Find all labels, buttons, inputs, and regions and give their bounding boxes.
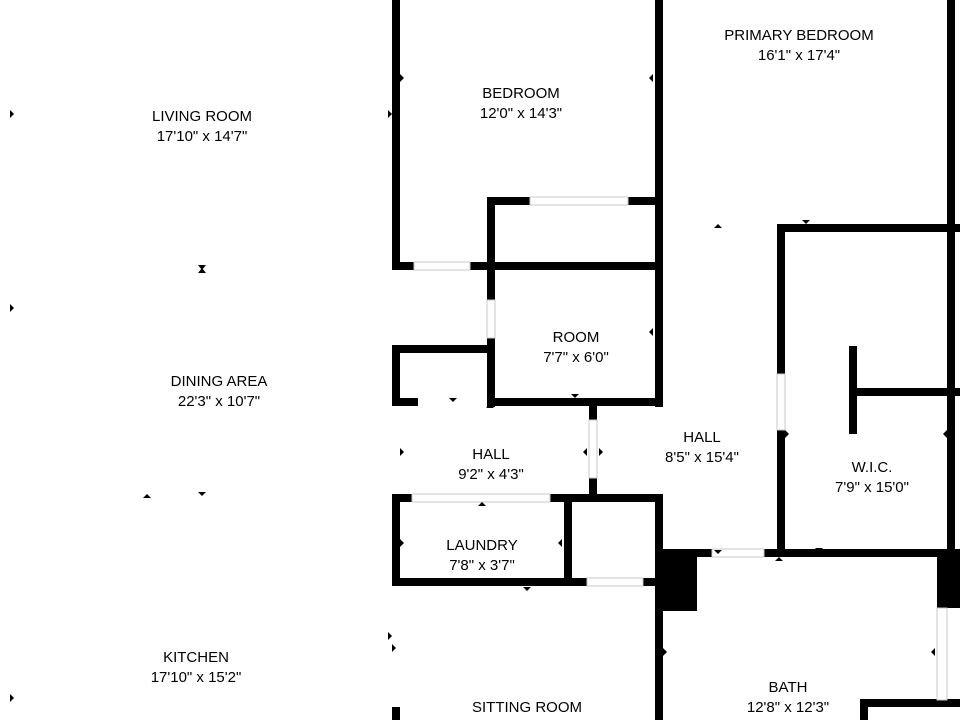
tick: [714, 550, 722, 554]
window-closet: [529, 196, 629, 206]
wall-bedroom-right: [655, 0, 663, 270]
wall-laundry-bottom: [392, 578, 663, 586]
tick: [400, 74, 404, 82]
tick: [663, 648, 667, 656]
room-name-wic: W.I.C.: [852, 459, 893, 476]
wall-laundry-right: [564, 494, 572, 586]
tick: [392, 644, 396, 652]
room-name-kitchen: KITCHEN: [163, 649, 229, 666]
tick: [649, 328, 653, 336]
door-bath: [711, 548, 765, 558]
tick: [785, 430, 789, 438]
wall-wic-top: [777, 224, 960, 232]
wall-bath-right-column: [947, 553, 960, 608]
wall-sitting-left-stub: [392, 707, 400, 720]
room-name-hall-small: HALL: [472, 446, 510, 463]
room-name-bath: BATH: [769, 679, 808, 696]
tick: [815, 228, 823, 232]
door-hall-partition: [588, 419, 598, 479]
room-name-sitting-room: SITTING ROOM: [472, 699, 582, 716]
tick: [388, 110, 392, 118]
tick: [10, 694, 14, 702]
room-labels: LIVING ROOM 17'10" x 14'7" BEDROOM 12'0"…: [151, 27, 909, 716]
room-dims-wic: 7'9" x 15'0": [835, 479, 909, 496]
room-name-bedroom: BEDROOM: [482, 85, 560, 102]
room-dims-kitchen: 17'10" x 15'2": [151, 669, 242, 686]
wall-bedroom-left: [392, 0, 400, 268]
tick: [775, 557, 783, 561]
wall-l-bottom: [392, 398, 418, 406]
tick: [931, 648, 935, 656]
tick: [10, 304, 14, 312]
room-name-laundry: LAUNDRY: [446, 537, 517, 554]
walls: [392, 0, 960, 720]
tick: [571, 266, 579, 270]
wall-bath-bottom-shower-left: [860, 699, 868, 720]
room-dims-primary-bedroom: 16'1" x 17'4": [758, 47, 840, 64]
wall-bath-right: [937, 553, 949, 608]
dimension-ticks: [10, 74, 947, 702]
tick: [143, 494, 151, 498]
tick: [478, 502, 486, 506]
window-bath-right: [936, 607, 948, 701]
room-dims-bedroom: 12'0" x 14'3": [480, 105, 562, 122]
wall-wic-bottom: [663, 549, 960, 557]
tick: [558, 539, 562, 547]
room-name-room: ROOM: [553, 329, 600, 346]
tick: [649, 74, 653, 82]
room-name-living-room: LIVING ROOM: [152, 108, 252, 125]
wall-primary-right: [947, 0, 955, 230]
wall-room-right: [655, 262, 663, 407]
tick: [815, 548, 823, 552]
room-dims-living-room: 17'10" x 14'7": [157, 128, 248, 145]
door-closet2: [586, 577, 644, 587]
openings: [411, 196, 948, 701]
room-dims-hall-large: 8'5" x 15'4": [665, 449, 739, 466]
window-laundry: [411, 493, 551, 503]
wall-closet2-right: [655, 494, 663, 720]
tick: [198, 492, 206, 496]
wall-laundry-left: [392, 494, 400, 586]
tick: [714, 224, 722, 228]
tick: [571, 394, 579, 398]
wall-bedroom-bottom: [392, 262, 663, 270]
room-name-hall-large: HALL: [683, 429, 721, 446]
tick: [802, 220, 810, 224]
wall-column: [663, 553, 697, 611]
room-dims-room: 7'7" x 6'0": [543, 349, 609, 366]
door-room: [486, 299, 496, 339]
wall-room-bottom: [487, 398, 663, 406]
room-dims-hall-small: 9'2" x 4'3": [458, 466, 524, 483]
tick: [449, 398, 457, 402]
tick: [943, 430, 947, 438]
tick: [388, 632, 392, 640]
tick: [10, 110, 14, 118]
room-name-primary-bedroom: PRIMARY BEDROOM: [724, 27, 873, 44]
tick: [599, 448, 603, 456]
room-name-dining-area: DINING AREA: [171, 373, 268, 390]
wall-l-left: [392, 345, 400, 405]
tick: [400, 539, 404, 547]
door-wic: [776, 373, 786, 431]
tick: [198, 265, 206, 270]
wall-l-top: [392, 345, 495, 353]
room-dims-laundry: 7'8" x 3'7": [449, 557, 515, 574]
room-dims-dining-area: 22'3" x 10'7": [178, 393, 260, 410]
tick: [523, 587, 531, 591]
wall-closet-left: [487, 197, 495, 270]
tick: [583, 448, 587, 456]
wall-wic-partition-h: [849, 388, 960, 396]
tick: [198, 268, 206, 273]
tick: [400, 448, 404, 456]
wall-bath-bottom-shower-top: [860, 699, 960, 707]
tick: [486, 404, 494, 408]
room-dims-bath: 12'8" x 12'3": [747, 699, 829, 716]
door-bedroom: [413, 261, 471, 271]
